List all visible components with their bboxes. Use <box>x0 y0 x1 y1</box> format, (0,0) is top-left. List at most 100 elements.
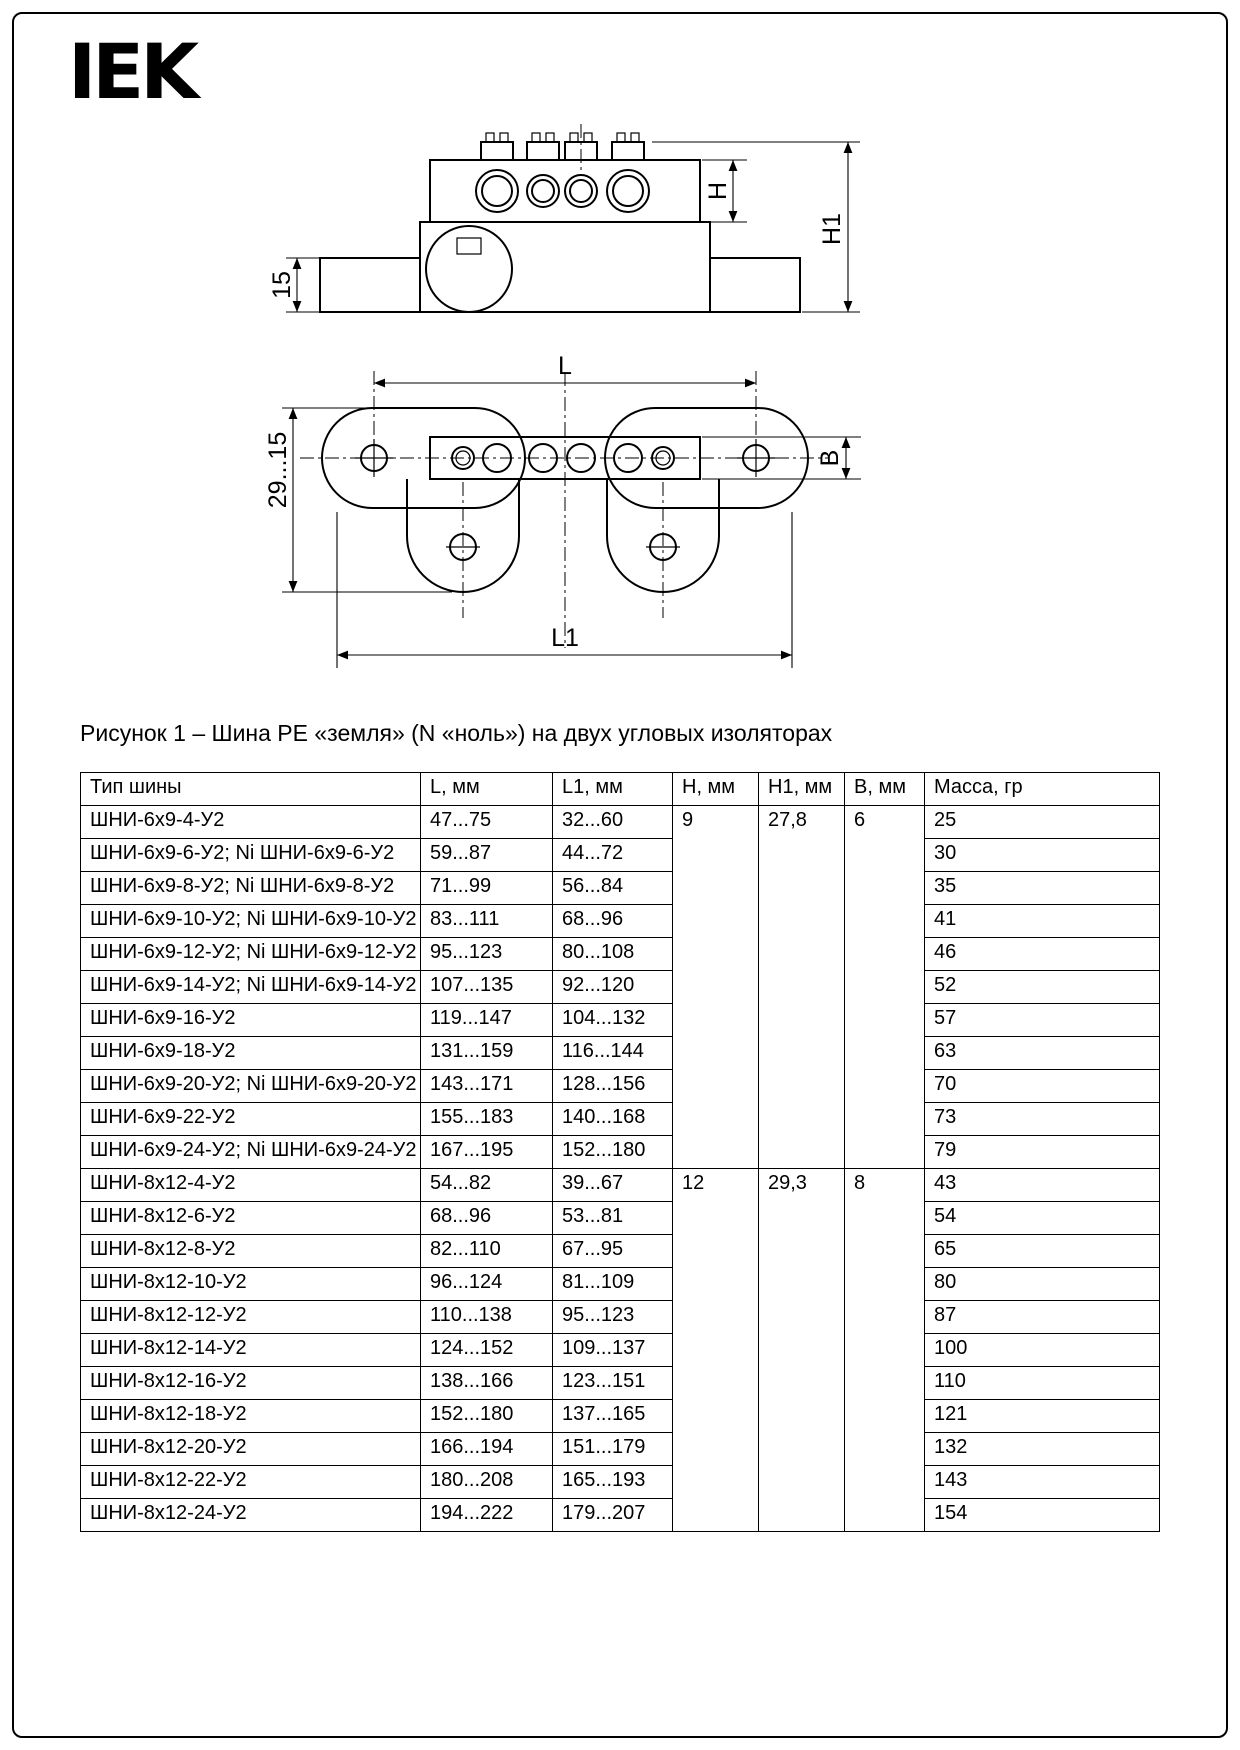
table-cell: 79 <box>924 1135 1160 1169</box>
table-cell: 95...123 <box>552 1300 673 1334</box>
table-cell: 119...147 <box>420 1003 553 1037</box>
table-cell: 65 <box>924 1234 1160 1268</box>
table-cell: 67...95 <box>552 1234 673 1268</box>
table-cell: 43 <box>924 1168 1160 1202</box>
table-cell: 83...111 <box>420 904 553 938</box>
dim-label-l1: L1 <box>551 624 579 652</box>
dimension-15: 15 <box>268 257 320 313</box>
table-cell: 143...171 <box>420 1069 553 1103</box>
table-cell: 116...144 <box>552 1036 673 1070</box>
table-cell: 56...84 <box>552 871 673 905</box>
table-cell: ШНИ-6x9-18-У2 <box>80 1036 421 1070</box>
table-cell: ШНИ-8x12-16-У2 <box>80 1366 421 1400</box>
column-header: B, мм <box>844 772 925 806</box>
dimension-h: H <box>702 159 747 223</box>
table-cell: 121 <box>924 1399 1160 1433</box>
table-cell: 152...180 <box>420 1399 553 1433</box>
table-cell: 80 <box>924 1267 1160 1301</box>
table-cell: 54 <box>924 1201 1160 1235</box>
table-cell: ШНИ-8x12-6-У2 <box>80 1201 421 1235</box>
table-cell: 27,8 <box>758 805 845 1169</box>
table-cell: 80...108 <box>552 937 673 971</box>
table-cell: 63 <box>924 1036 1160 1070</box>
dim-label-15: 15 <box>268 271 296 299</box>
table-cell: ШНИ-8x12-22-У2 <box>80 1465 421 1499</box>
column-header: Масса, гр <box>924 772 1160 806</box>
busbar-top <box>429 436 701 480</box>
dim-label-29-15: 29...15 <box>264 432 292 508</box>
table-cell: ШНИ-6x9-14-У2; Ni ШНИ-6x9-14-У2 <box>80 970 421 1004</box>
table-cell: 128...156 <box>552 1069 673 1103</box>
table-cell: ШНИ-8x12-8-У2 <box>80 1234 421 1268</box>
table-cell: 138...166 <box>420 1366 553 1400</box>
iek-logo: IEK <box>68 27 199 116</box>
table-cell: 30 <box>924 838 1160 872</box>
table-cell: 44...72 <box>552 838 673 872</box>
dimension-l1: L1 <box>336 512 793 668</box>
terminal-blocks <box>480 132 645 161</box>
table-cell: 110...138 <box>420 1300 553 1334</box>
table-cell: ШНИ-6x9-12-У2; Ni ШНИ-6x9-12-У2 <box>80 937 421 971</box>
table-cell: 81...109 <box>552 1267 673 1301</box>
table-cell: 131...159 <box>420 1036 553 1070</box>
isolator-rotated-positions <box>406 479 720 593</box>
table-cell: 35 <box>924 871 1160 905</box>
table-cell: 70 <box>924 1069 1160 1103</box>
table-cell: 92...120 <box>552 970 673 1004</box>
table-cell: 194...222 <box>420 1498 553 1532</box>
table-cell: 29,3 <box>758 1168 845 1532</box>
table-cell: 46 <box>924 937 1160 971</box>
table-cell: 87 <box>924 1300 1160 1334</box>
table-cell: 109...137 <box>552 1333 673 1367</box>
table-cell: 57 <box>924 1003 1160 1037</box>
table-cell: 39...67 <box>552 1168 673 1202</box>
table-cell: 179...207 <box>552 1498 673 1532</box>
column-header: L1, мм <box>552 772 673 806</box>
table-cell: ШНИ-8x12-20-У2 <box>80 1432 421 1466</box>
table-cell: ШНИ-8x12-14-У2 <box>80 1333 421 1367</box>
dim-label-h: H <box>704 182 732 200</box>
isolator-base <box>319 221 801 313</box>
side-view: 15 H H1 <box>268 124 860 313</box>
table-cell: 32...60 <box>552 805 673 839</box>
table-cell: 154 <box>924 1498 1160 1532</box>
dimension-l: L <box>374 352 756 388</box>
column-header: H1, мм <box>758 772 845 806</box>
table-cell: ШНИ-8x12-10-У2 <box>80 1267 421 1301</box>
table-cell: 53...81 <box>552 1201 673 1235</box>
dimension-h1: H1 <box>652 141 860 313</box>
table-cell: 137...165 <box>552 1399 673 1433</box>
table-cell: 165...193 <box>552 1465 673 1499</box>
table-cell: 110 <box>924 1366 1160 1400</box>
table-cell: 151...179 <box>552 1432 673 1466</box>
table-cell: ШНИ-6x9-8-У2; Ni ШНИ-6x9-8-У2 <box>80 871 421 905</box>
table-cell: 96...124 <box>420 1267 553 1301</box>
top-view: L L1 29...15 B <box>264 352 861 668</box>
table-cell: 152...180 <box>552 1135 673 1169</box>
table-cell: 143 <box>924 1465 1160 1499</box>
dim-label-h1: H1 <box>818 213 846 245</box>
table-cell: 59...87 <box>420 838 553 872</box>
column-header: H, мм <box>672 772 759 806</box>
table-cell: 71...99 <box>420 871 553 905</box>
table-cell: ШНИ-6x9-6-У2; Ni ШНИ-6x9-6-У2 <box>80 838 421 872</box>
table-cell: 6 <box>844 805 925 1169</box>
table-cell: 9 <box>672 805 759 1169</box>
table-cell: ШНИ-6x9-20-У2; Ni ШНИ-6x9-20-У2 <box>80 1069 421 1103</box>
table-cell: ШНИ-8x12-12-У2 <box>80 1300 421 1334</box>
